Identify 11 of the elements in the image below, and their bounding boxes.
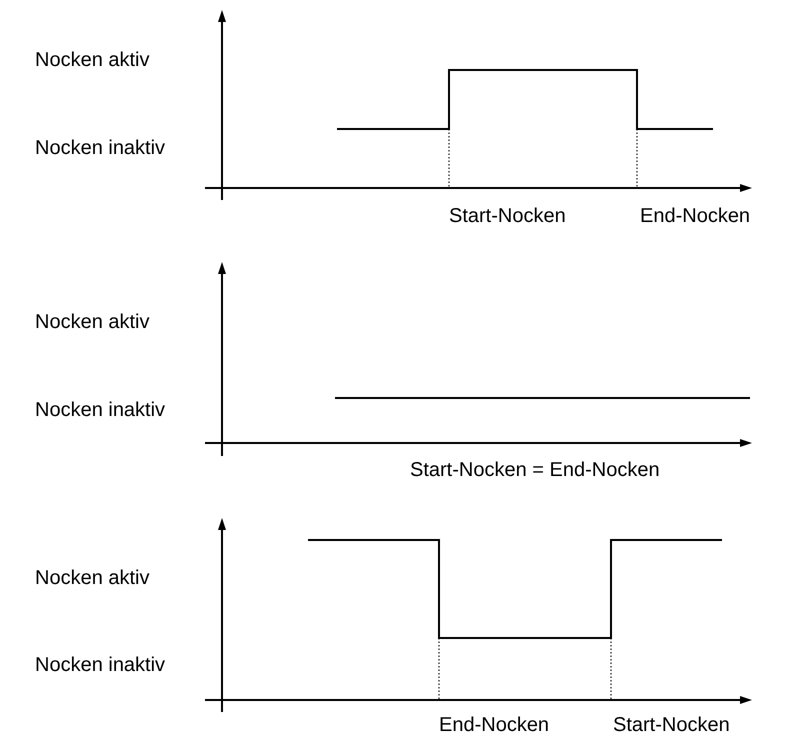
level-label: Nocken inaktiv <box>35 653 166 677</box>
position-label: Start-Nocken <box>613 713 730 737</box>
level-label: Nocken inaktiv <box>35 136 166 160</box>
position-label: End-Nocken <box>640 204 750 228</box>
level-label: Nocken inaktiv <box>35 398 166 422</box>
position-label: Start-Nocken = End-Nocken <box>410 458 660 482</box>
level-label: Nocken aktiv <box>35 566 150 590</box>
position-label: End-Nocken <box>439 713 550 737</box>
level-label: Nocken aktiv <box>35 310 150 334</box>
level-label: Nocken aktiv <box>35 48 150 72</box>
position-label: Start-Nocken <box>449 204 566 228</box>
